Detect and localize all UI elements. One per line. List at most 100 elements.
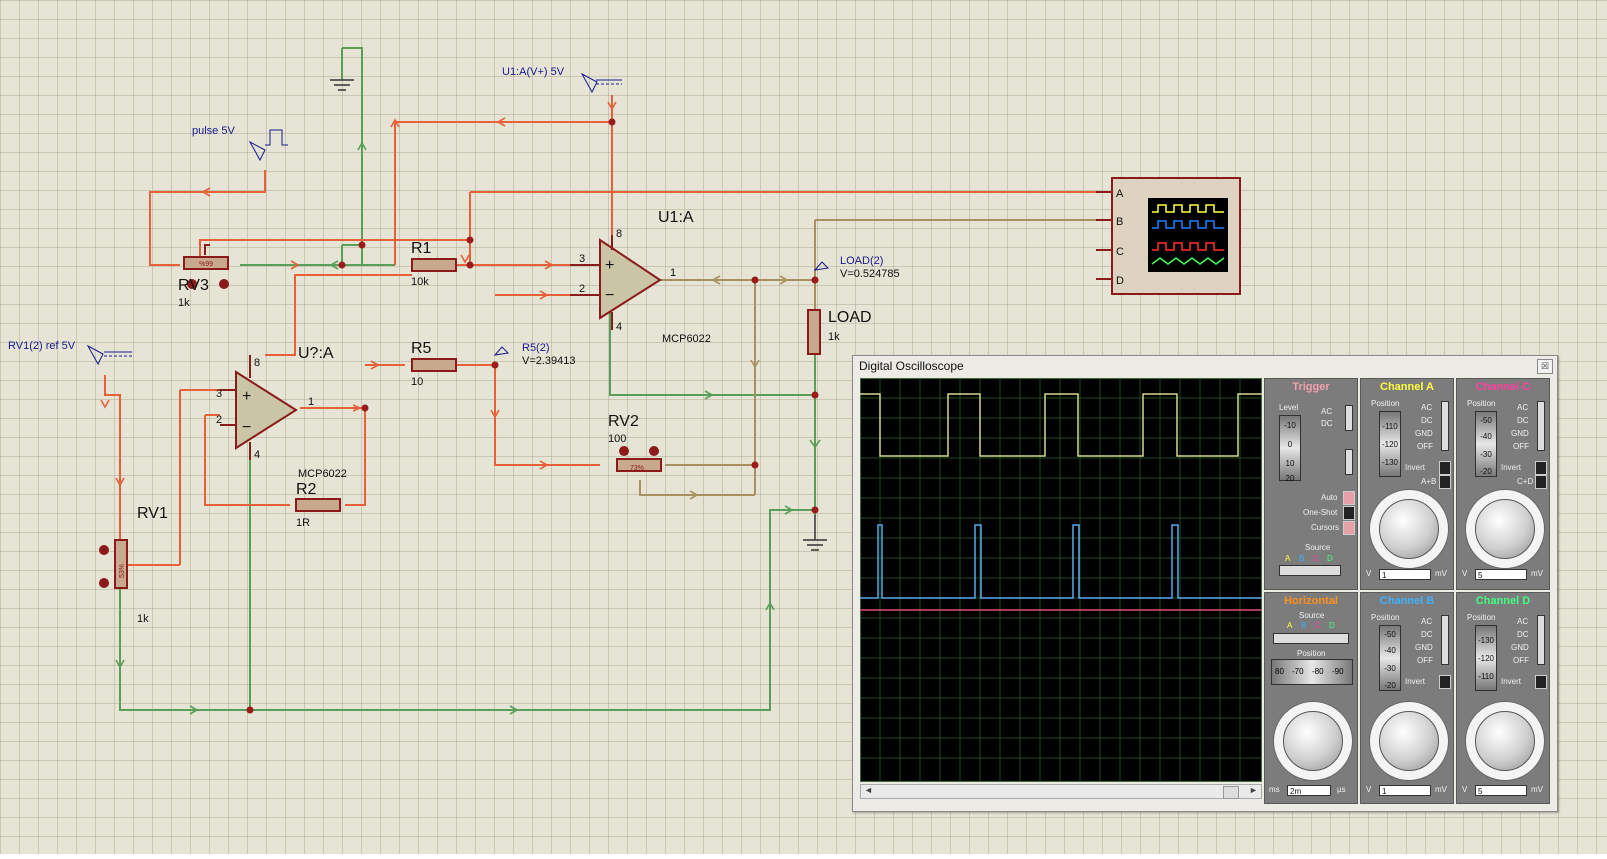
ground-symbols [330, 79, 827, 551]
trigger-edge-switch[interactable] [1345, 449, 1353, 475]
trigger-auto-label: Auto [1321, 493, 1338, 502]
pulse-label: pulse 5V [192, 125, 235, 137]
channel-c-sum-button[interactable] [1535, 475, 1547, 489]
horizontal-source-label: Source [1299, 611, 1325, 620]
opamp-uqa[interactable]: + − [220, 355, 298, 460]
horizontal-title: Horizontal [1284, 595, 1338, 607]
channel-b-position-label: Position [1371, 613, 1400, 622]
channel-d-position-label: Position [1467, 613, 1496, 622]
oscilloscope-symbol[interactable]: A B C D [1096, 177, 1241, 295]
horizontal-unit-us: µs [1337, 785, 1346, 794]
probe-load[interactable]: LOAD(2) V=0.524785 [813, 255, 900, 280]
channel-b-title: Channel B [1379, 595, 1435, 607]
u1a-pin2: 2 [579, 283, 585, 295]
channel-a-sum-button[interactable] [1439, 475, 1451, 489]
horizontal-position-tape[interactable]: 80 -70 -80 -90 [1271, 659, 1353, 685]
channel-d-invert-button[interactable] [1535, 675, 1547, 689]
uqa-part-label: MCP6022 [298, 468, 347, 480]
r2-ref: R2 [296, 481, 317, 498]
horizontal-panel: Horizontal Source A B C D Position 80 -7… [1264, 592, 1358, 804]
r5-value: 10 [411, 376, 423, 388]
rv2-pct: 73% [630, 465, 644, 472]
pulse-generator[interactable]: pulse 5V [192, 125, 288, 162]
scope-pin-b: B [1116, 216, 1123, 228]
channel-d-unit-mv: mV [1531, 785, 1543, 794]
trigger-cursors-button[interactable] [1343, 521, 1355, 535]
scope-pin-d: D [1116, 275, 1124, 287]
channel-a-unit-mv: mV [1435, 569, 1447, 578]
rv3-value: 1k [178, 297, 190, 309]
r1-value: 10k [411, 276, 429, 288]
vplus-label: U1:A(V+) 5V [502, 66, 565, 78]
u1a-ref-label: U1:A [658, 209, 694, 226]
trigger-coupling-switch[interactable] [1345, 405, 1353, 431]
channel-a-invert-label: Invert [1405, 463, 1426, 472]
horizontal-position-label: Position [1297, 649, 1326, 658]
trigger-auto-button[interactable] [1343, 491, 1355, 505]
scrollbar-thumb[interactable] [1223, 786, 1239, 799]
close-icon[interactable]: ☒ [1537, 359, 1553, 374]
horizontal-src-d: D [1329, 621, 1335, 630]
channel-c-invert-button[interactable] [1535, 461, 1547, 475]
channel-c-position-tape[interactable]: -50 -40 -30 -20 [1475, 411, 1497, 477]
trigger-oneshot-button[interactable] [1343, 506, 1355, 520]
channel-a-off: OFF [1417, 442, 1433, 451]
channel-a-unit-v: V [1366, 569, 1372, 578]
rv1-value: 1k [137, 613, 149, 625]
probe-r5-value: V=2.39413 [522, 355, 576, 367]
channel-c-unit-v: V [1462, 569, 1468, 578]
channel-c-scale-value[interactable]: 5 [1475, 569, 1527, 580]
channel-b-position-tape[interactable]: -50 -40 -30 -20 [1379, 625, 1401, 691]
horizontal-scale-knob[interactable] [1283, 711, 1343, 771]
probe-load-name: LOAD(2) [840, 255, 883, 267]
channel-a-scale-value[interactable]: 1 [1379, 569, 1431, 580]
uqa-pin2: 2 [216, 414, 222, 426]
channel-b-gnd: GND [1415, 643, 1433, 652]
channel-b-invert-button[interactable] [1439, 675, 1451, 689]
horizontal-source-slider[interactable] [1273, 633, 1349, 644]
channel-c-mode-switch[interactable] [1537, 401, 1545, 451]
opamp-u1a[interactable]: + − [570, 235, 662, 330]
svg-text:−: − [605, 287, 614, 304]
channel-d-scale-value[interactable]: 5 [1475, 785, 1527, 796]
trigger-level-tape[interactable]: -10 0 10 20 [1279, 415, 1301, 483]
channel-d-scale-knob[interactable] [1475, 711, 1535, 771]
channel-c-panel: Channel C Position -50 -40 -30 -20 AC DC… [1456, 378, 1550, 590]
channel-b-scale-value[interactable]: 1 [1379, 785, 1431, 796]
oscilloscope-window[interactable]: Digital Oscilloscope ☒ ◄ ► Trigger Level… [852, 355, 1558, 812]
trigger-source-slider[interactable] [1279, 565, 1341, 576]
probe-r5[interactable]: R5(2) V=2.39413 [493, 342, 576, 367]
channel-d-position-tape[interactable]: -130 -120 -110 [1475, 625, 1497, 691]
channel-d-title: Channel D [1475, 595, 1531, 607]
channel-d-mode-switch[interactable] [1537, 615, 1545, 665]
wire-arrows [100, 101, 617, 487]
channel-b-mode-switch[interactable] [1441, 615, 1449, 665]
uqa-pin3: 3 [216, 388, 222, 400]
r5-ref: R5 [411, 340, 432, 357]
scope-control-panels: Trigger Level -10 0 10 20 AC DC Auto One… [1264, 378, 1550, 805]
channel-b-scale-knob[interactable] [1379, 711, 1439, 771]
vplus-generator[interactable]: U1:A(V+) 5V [502, 66, 622, 94]
channel-b-off: OFF [1417, 656, 1433, 665]
load-ref: LOAD [828, 309, 872, 326]
rv1-ref-generator[interactable]: RV1(2) ref 5V [8, 340, 132, 366]
rv3-ref: RV3 [178, 277, 209, 294]
channel-c-scale-knob[interactable] [1475, 499, 1535, 559]
channel-a-mode-switch[interactable] [1441, 401, 1449, 451]
trigger-src-a: A [1285, 554, 1291, 563]
channel-b-dc: DC [1421, 630, 1433, 639]
channel-a-scale-knob[interactable] [1379, 499, 1439, 559]
uqa-pin1: 1 [308, 396, 314, 408]
channel-b-unit-mv: mV [1435, 785, 1447, 794]
channel-d-dc: DC [1517, 630, 1529, 639]
trigger-title: Trigger [1292, 381, 1330, 393]
channel-a-position-tape[interactable]: -110 -120 -130 [1379, 411, 1401, 477]
channel-c-off: OFF [1513, 442, 1529, 451]
uqa-pin4: 4 [254, 449, 260, 461]
channel-a-invert-button[interactable] [1439, 461, 1451, 475]
scope-scrollbar[interactable]: ◄ ► [860, 784, 1262, 799]
horizontal-scale-value[interactable]: 2m [1287, 785, 1331, 796]
svg-text:+: + [605, 257, 614, 274]
scope-pin-a: A [1116, 188, 1124, 200]
